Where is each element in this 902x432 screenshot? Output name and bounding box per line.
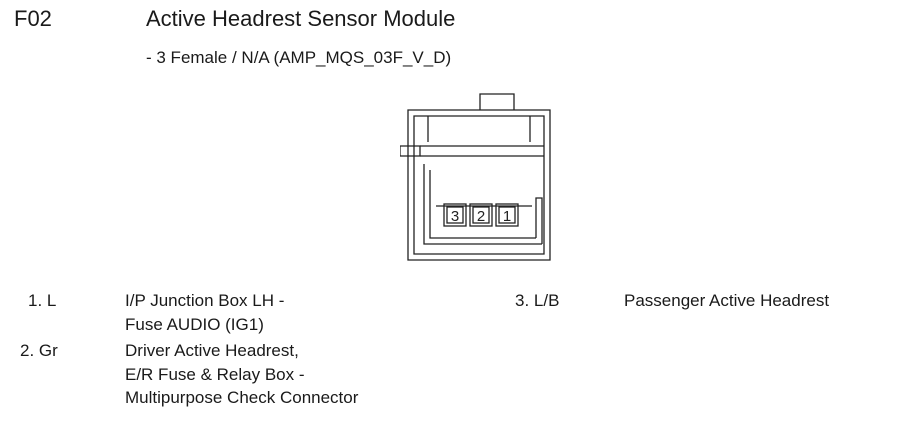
pinout-desc-3: Passenger Active Headrest — [624, 289, 829, 313]
pinout-desc-2-line-3: Multipurpose Check Connector — [125, 388, 359, 407]
pin-cell-1 — [495, 203, 519, 227]
connector-diagram: 3 2 1 — [400, 93, 551, 261]
connector-housing-outline — [407, 109, 551, 261]
pinout-pin-1: 1. L — [28, 291, 57, 310]
pinout-desc-1: I/P Junction Box LH - Fuse AUDIO (IG1) — [125, 289, 284, 336]
pin-number-3: 3 — [451, 208, 459, 225]
pin-number-1: 1 — [503, 208, 511, 225]
connector-side-notch — [400, 145, 421, 157]
connector-subtitle: - 3 Female / N/A (AMP_MQS_03F_V_D) — [146, 48, 452, 67]
connector-latch-tab — [479, 93, 515, 110]
pin-cells — [443, 203, 519, 227]
pinout-desc-3-line-1: Passenger Active Headrest — [624, 291, 830, 310]
pinout-desc-1-line-1: I/P Junction Box LH - — [125, 291, 285, 310]
pinout-pin-3: 3. L/B — [515, 291, 560, 310]
connector-code: F02 — [14, 6, 52, 31]
pinout-pin-2: 2. Gr — [20, 341, 58, 360]
pinout-desc-2: Driver Active Headrest, E/R Fuse & Relay… — [125, 339, 358, 410]
connector-title: Active Headrest Sensor Module — [146, 6, 456, 31]
pin-cell-2 — [469, 203, 493, 227]
pin-number-2: 2 — [477, 208, 485, 225]
pinout-desc-2-line-2: E/R Fuse & Relay Box - — [125, 364, 305, 384]
pinout-desc-1-line-2: Fuse AUDIO (IG1) — [125, 314, 264, 334]
pin-cell-3 — [443, 203, 467, 227]
pinout-desc-2-line-1: Driver Active Headrest, — [125, 341, 299, 360]
